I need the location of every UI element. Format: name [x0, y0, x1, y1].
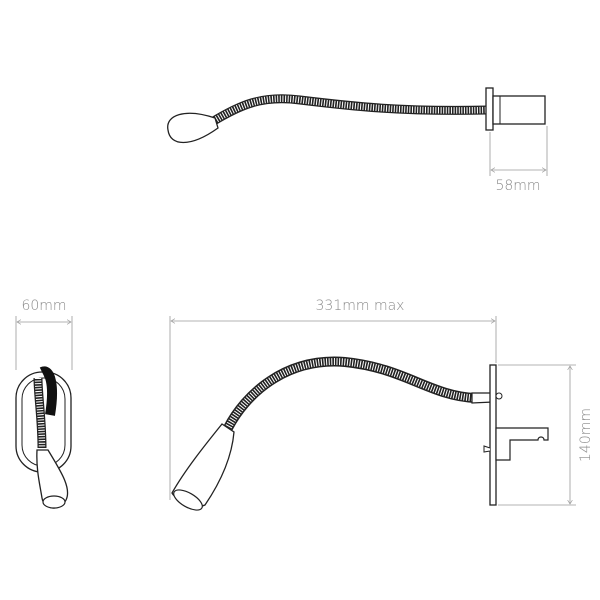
dimension-depth [489, 126, 548, 176]
lamp-head-top [167, 112, 219, 143]
gooseneck-top [209, 94, 489, 126]
dimension-reach [169, 316, 497, 500]
wall-plate-side [489, 364, 497, 506]
side-view [171, 356, 549, 511]
backbox-side [495, 427, 549, 461]
switch-icon [483, 445, 491, 453]
dimension-plate-height [498, 364, 576, 506]
backbox-top [492, 95, 546, 125]
front-view [15, 366, 72, 509]
wall-plate-top [485, 87, 494, 131]
plate-height-label: 140mm [578, 408, 594, 462]
dimension-plate-width [15, 316, 73, 370]
reach-label: 331mm max [316, 298, 405, 314]
gooseneck-side [205, 361, 475, 428]
depth-label: 58mm [495, 178, 540, 194]
plate-width-label: 60mm [21, 298, 66, 314]
top-view [167, 87, 546, 143]
